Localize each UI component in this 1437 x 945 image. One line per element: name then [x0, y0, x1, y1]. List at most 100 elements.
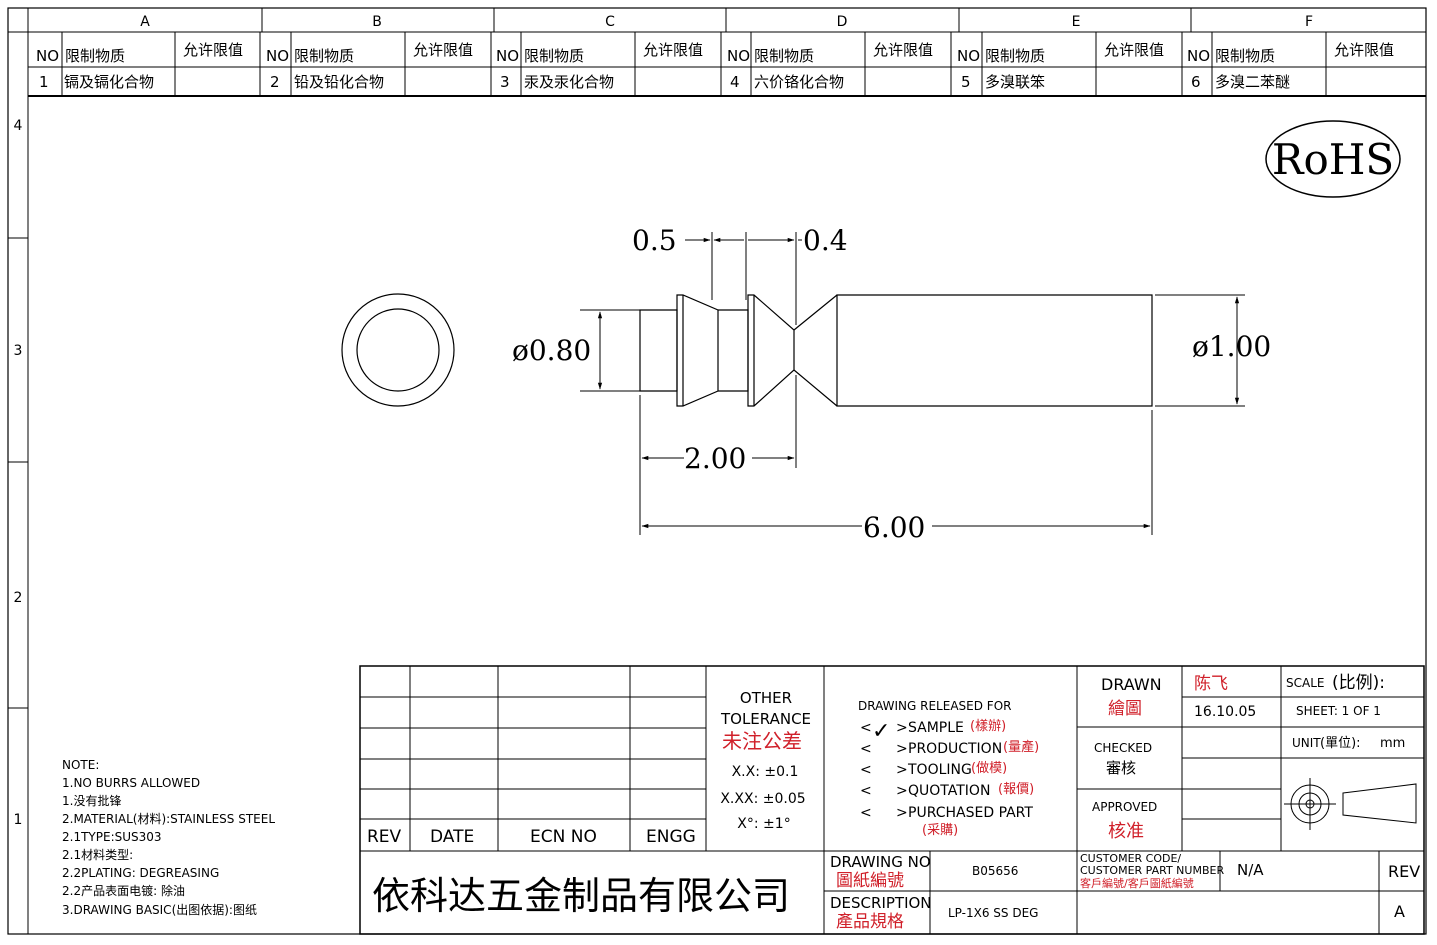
release-bracket-open: < — [860, 741, 872, 757]
hdr-limit-1: 允许限值 — [183, 41, 243, 59]
description-label-cn: 產品規格 — [836, 912, 904, 932]
description-value: LP-1X6 SS DEG — [948, 906, 1038, 920]
tolerance-deg: X°: ±1° — [737, 816, 790, 832]
hdr-limit-3: 允许限值 — [643, 41, 703, 59]
hdr-limit-4: 允许限值 — [873, 41, 933, 59]
substances-headers: NO 限制物质 允许限值 NO 限制物质 允许限值 NO 限制物质 允许限值 N… — [36, 41, 1394, 65]
substance-name-4: 六价铬化合物 — [754, 73, 844, 91]
description-label: DESCRIPTION — [830, 894, 932, 912]
substance-no-2: 2 — [270, 73, 280, 91]
note-line: 2.MATERIAL(材料):STAINLESS STEEL — [62, 812, 275, 826]
substance-name-3: 汞及汞化合物 — [524, 73, 614, 91]
check-mark-icon: ✓ — [872, 719, 890, 744]
zone-row-4: 4 — [14, 118, 23, 134]
customer-value: N/A — [1237, 861, 1264, 879]
rev-label: REV — [1388, 862, 1420, 881]
release-bracket-close: > — [896, 720, 908, 736]
note-line: 2.2产品表面电镀: 除油 — [62, 883, 185, 898]
hdr-substance-5: 限制物质 — [985, 47, 1045, 65]
dim-diameter-large: ø1.00 — [1192, 330, 1271, 363]
dim-width-04: 0.4 — [803, 224, 848, 257]
release-bracket-close: > — [896, 783, 908, 799]
hdr-substance-6: 限制物质 — [1215, 47, 1275, 65]
release-bracket-close: > — [896, 741, 908, 757]
approved-label: APPROVED — [1092, 800, 1157, 814]
tolerance-title-1: OTHER — [740, 689, 792, 707]
note-line: 3.DRAWING BASIC(出图依据):图纸 — [62, 902, 257, 917]
hdr-no-6: NO — [1187, 47, 1210, 65]
zone-col-d: D — [837, 14, 848, 30]
substance-name-6: 多溴二苯醚 — [1215, 73, 1290, 91]
zone-column-labels: A B C D E F — [140, 14, 1313, 30]
release-bracket-close: > — [896, 805, 908, 821]
note-line: NOTE: — [62, 758, 99, 772]
release-option-quotation: QUOTATION — [908, 783, 990, 799]
rohs-badge: RoHS — [1265, 120, 1401, 198]
unit-value: mm — [1380, 736, 1405, 751]
hdr-limit-6: 允许限值 — [1334, 41, 1394, 59]
release-bracket-open: < — [860, 805, 872, 821]
hdr-substance-2: 限制物质 — [294, 47, 354, 65]
tolerance-title-2: TOLERANCE — [720, 710, 811, 728]
release-bracket-close: > — [896, 762, 908, 778]
signature-block: DRAWN 繪圖 陈飞 16.10.05 CHECKED 審核 APPROVED… — [1092, 674, 1256, 842]
tolerance-title-cn: 未注公差 — [722, 729, 802, 753]
scale-label-cn: (比例): — [1332, 673, 1385, 693]
hdr-substance-3: 限制物质 — [524, 47, 584, 65]
dimension-labels: ø0.80 ø1.00 0.5 0.4 2.00 6.00 — [512, 224, 1271, 544]
release-title: DRAWING RELEASED FOR — [858, 699, 1011, 713]
release-bracket-open: < — [860, 720, 872, 736]
zone-row-2: 2 — [14, 590, 23, 606]
release-option-purchased-cn: (采購) — [922, 823, 958, 838]
tolerance-xx: X.XX: ±0.05 — [720, 791, 805, 807]
drawing-no-label-cn: 圖紙編號 — [836, 871, 904, 891]
substance-name-5: 多溴联笨 — [985, 73, 1045, 91]
customer-label-cn: 客戶編號/客戶圖紙編號 — [1080, 876, 1194, 890]
substance-no-1: 1 — [39, 73, 49, 91]
hdr-no-2: NO — [266, 47, 289, 65]
revision-table-header: REV DATE ECN NO ENGG — [367, 827, 696, 847]
note-line: 2.1TYPE:SUS303 — [62, 830, 162, 844]
note-line: 1.NO BURRS ALLOWED — [62, 776, 200, 790]
hdr-no-1: NO — [36, 47, 59, 65]
substances-rows: 1 镉及镉化合物 2 铅及铅化合物 3 汞及汞化合物 4 六价铬化合物 5 多溴… — [39, 73, 1290, 91]
release-block: DRAWING RELEASED FOR < ✓ > SAMPLE (樣辦) <… — [858, 699, 1039, 838]
notes-block: NOTE: 1.NO BURRS ALLOWED 1.没有批锋 2.MATERI… — [62, 758, 275, 917]
pin-side-view — [639, 294, 1153, 407]
company-name: 依科达五金制品有限公司 — [372, 874, 790, 918]
checked-label-cn: 審核 — [1106, 759, 1136, 777]
sheet-text: SHEET: 1 OF 1 — [1296, 704, 1381, 718]
release-bracket-open: < — [860, 783, 872, 799]
title-block-grid — [359, 665, 1425, 935]
hdr-limit-5: 允许限值 — [1104, 41, 1164, 59]
drawn-date: 16.10.05 — [1194, 704, 1256, 720]
zone-col-f: F — [1305, 14, 1313, 30]
substance-no-5: 5 — [961, 73, 971, 91]
substance-no-6: 6 — [1191, 73, 1201, 91]
release-option-sample-cn: (樣辦) — [970, 719, 1006, 734]
hdr-substance-4: 限制物质 — [754, 47, 814, 65]
substance-name-2: 铅及铅化合物 — [294, 73, 384, 91]
checked-label: CHECKED — [1094, 741, 1152, 755]
drawn-name: 陈飞 — [1194, 674, 1228, 694]
engg-header: ENGG — [646, 827, 696, 847]
unit-label: UNIT — [1292, 736, 1321, 750]
substance-no-3: 3 — [500, 73, 510, 91]
zone-row-3: 3 — [14, 343, 23, 359]
release-option-quotation-cn: (報價) — [998, 782, 1034, 797]
customer-label-2: CUSTOMER PART NUMBER — [1080, 864, 1224, 877]
drawn-label-cn: 繪圖 — [1108, 699, 1142, 719]
hdr-no-3: NO — [496, 47, 519, 65]
drawn-label: DRAWN — [1101, 675, 1162, 694]
rev-header: REV — [367, 827, 402, 847]
hdr-no-4: NO — [727, 47, 750, 65]
dim-width-05: 0.5 — [632, 224, 677, 257]
dim-length-600: 6.00 — [863, 511, 925, 544]
hdr-no-5: NO — [957, 47, 980, 65]
end-view — [341, 293, 455, 407]
hdr-substance-1: 限制物质 — [65, 47, 125, 65]
zone-col-c: C — [605, 14, 615, 30]
dim-length-200: 2.00 — [684, 442, 746, 475]
projection-symbol-icon — [1284, 778, 1417, 830]
